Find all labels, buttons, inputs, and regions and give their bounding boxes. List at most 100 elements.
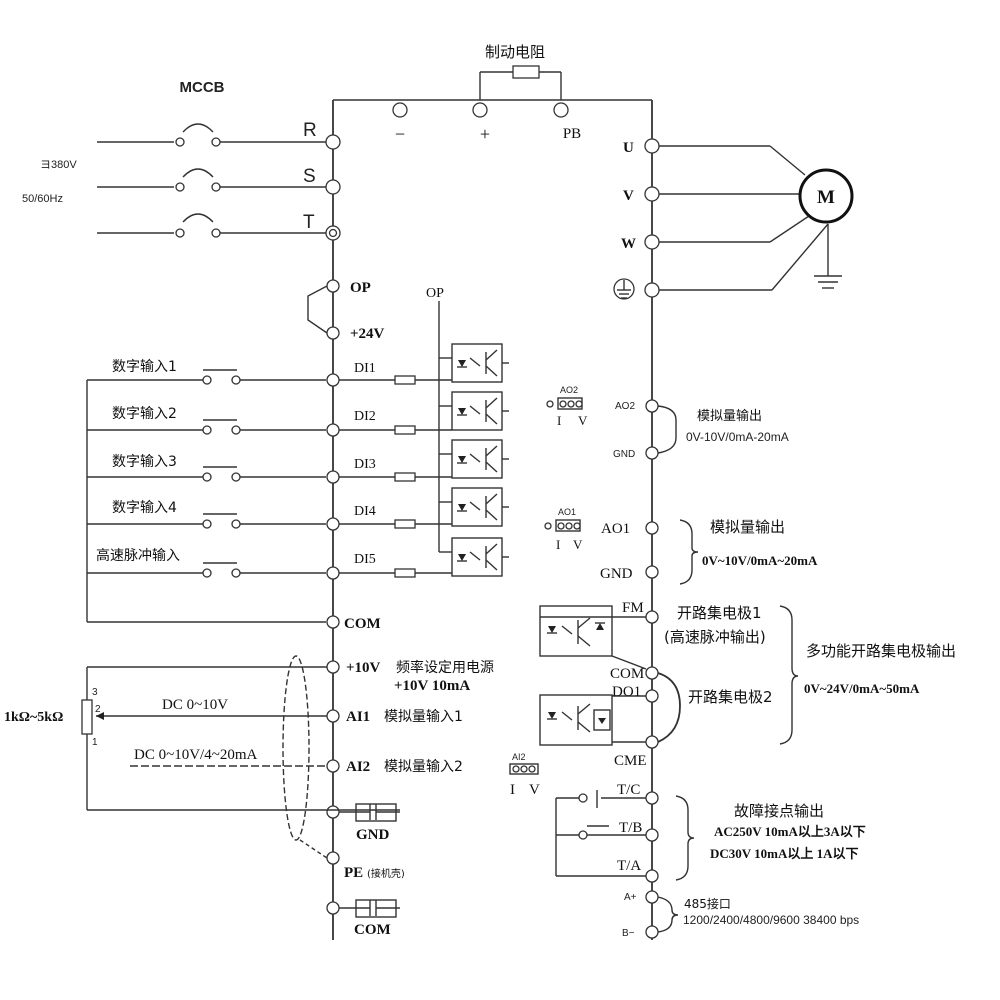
dc-plus-terminal: [472, 102, 488, 118]
do-title: 开路集电极2: [688, 688, 773, 706]
com-capacitor: [339, 899, 400, 918]
ai2-jumper-i: I: [510, 782, 515, 798]
ao1-title: 模拟量输出: [710, 518, 785, 536]
dc2-label: DC 0~10V/4~20mA: [134, 747, 257, 763]
digital-input-row-1: [87, 369, 452, 387]
rs485-a-terminal: [645, 890, 659, 904]
com-right-terminal: [645, 666, 659, 680]
di3-label: DI3: [354, 457, 376, 472]
mccb-label: MCCB: [180, 79, 225, 96]
p10v-label: +10V: [346, 660, 381, 676]
fm-terminal: [645, 610, 659, 624]
w-label: W: [621, 236, 636, 252]
potentiometer-wiring: [81, 666, 400, 811]
multi-range: 0V~24V/0mA~50mA: [804, 681, 920, 696]
v-label: V: [623, 188, 634, 204]
p10v-terminal: [326, 660, 340, 674]
ao2-gnd-label: GND: [613, 449, 635, 460]
fm-sub: (高速脉冲输出): [664, 628, 766, 646]
input-2-label: 数字输入2: [112, 406, 177, 422]
pe-label: PE: [344, 865, 363, 881]
multi-title: 多功能开路集电极输出: [806, 642, 956, 660]
com-right-label: COM: [610, 666, 644, 682]
ao1-gnd-label: GND: [600, 566, 633, 582]
pe-motor-terminal: [644, 282, 660, 298]
ai1-desc: 模拟量输入1: [384, 709, 463, 725]
rs485-a-label: A+: [624, 892, 637, 903]
do1-terminal: [645, 689, 659, 703]
ai2-desc: 模拟量输入2: [384, 759, 463, 775]
di4-label: DI4: [354, 504, 376, 519]
rs485-baud: 1200/2400/4800/9600 38400 bps: [683, 913, 859, 927]
ao1-range: 0V~10V/0mA~20mA: [702, 553, 818, 568]
digital-input-row-5: [87, 562, 452, 580]
tb-terminal: [645, 828, 659, 842]
ai2-jumper-label: AI2: [512, 752, 526, 762]
do1-output-circuit: [539, 694, 646, 746]
s-terminal: [325, 179, 341, 195]
v-terminal: [644, 186, 660, 202]
fault-ac: AC250V 10mA以上3A以下: [714, 824, 866, 839]
t-label: T: [303, 212, 315, 233]
pot-pin-3: 3: [92, 687, 98, 698]
com-bottom-terminal: [326, 901, 340, 915]
op-label: OP: [350, 280, 371, 296]
optocoupler-4: [439, 487, 509, 527]
ao2-terminal: [645, 399, 659, 413]
ao1-gnd-terminal: [645, 565, 659, 579]
freq-supply-label: 频率设定用电源: [396, 659, 494, 676]
rs485-b-label: B−: [622, 928, 635, 939]
op-jumper: [307, 285, 328, 334]
pe-note: (接机壳): [367, 867, 405, 880]
input-5-label: 高速脉冲输入: [96, 547, 180, 564]
fault-dc: DC30V 10mA以上 1A以下: [710, 846, 859, 861]
ai2-jumper-v: V: [529, 782, 540, 798]
ai2-label: AI2: [346, 759, 370, 775]
pe-terminal: [326, 851, 340, 865]
ai2-terminal: [326, 759, 340, 773]
digital-input-row-3: [87, 466, 452, 484]
tb-label: T/B: [619, 820, 642, 836]
ai1-label: AI1: [346, 709, 370, 725]
op-terminal: [326, 279, 340, 293]
motor-wiring: [659, 145, 842, 291]
motor-label: M: [817, 187, 835, 208]
pb-label: PB: [563, 126, 581, 142]
ground-icon: [613, 278, 635, 300]
do1-label: DO1: [612, 684, 641, 700]
ao2-jumper-label: AO2: [560, 385, 578, 395]
gnd-terminal: [326, 805, 340, 819]
ao1-jumper: [544, 519, 581, 532]
ao2-label: AO2: [615, 401, 635, 412]
tc-label: T/C: [617, 782, 640, 798]
ao1-jumper-label: AO1: [558, 507, 576, 517]
optocoupler-2: [439, 391, 509, 431]
tc-terminal: [645, 791, 659, 805]
ao1-label: AO1: [601, 521, 630, 537]
fault-title: 故障接点输出: [734, 802, 824, 820]
w-terminal: [644, 234, 660, 250]
pb-terminal: [553, 102, 569, 118]
ao2-gnd-terminal: [645, 446, 659, 460]
cme-label: CME: [614, 753, 647, 769]
pot-range-label: 1kΩ~5kΩ: [4, 710, 63, 725]
ao2-jumper-v: V: [578, 413, 588, 428]
optocoupler-5: [439, 537, 509, 577]
brake-resistor-label: 制动电阻: [485, 43, 545, 61]
u-label: U: [623, 140, 634, 156]
supply-freq-label: 50/60Hz: [22, 193, 63, 205]
fm-title: 开路集电极1: [677, 604, 762, 622]
ao2-jumper-i: I: [557, 413, 561, 428]
mccb-breaker: [97, 123, 326, 238]
ao1-jumper-i: I: [556, 537, 560, 552]
gnd-capacitor: [339, 803, 400, 822]
pot-pin-1: 1: [92, 737, 98, 748]
ta-terminal: [645, 869, 659, 883]
com-terminal: [326, 615, 340, 629]
r-terminal: [325, 134, 341, 150]
u-terminal: [644, 138, 660, 154]
ao1-terminal: [645, 521, 659, 535]
rs485-title: 485接口: [684, 896, 731, 911]
plus-label: +: [480, 124, 490, 144]
